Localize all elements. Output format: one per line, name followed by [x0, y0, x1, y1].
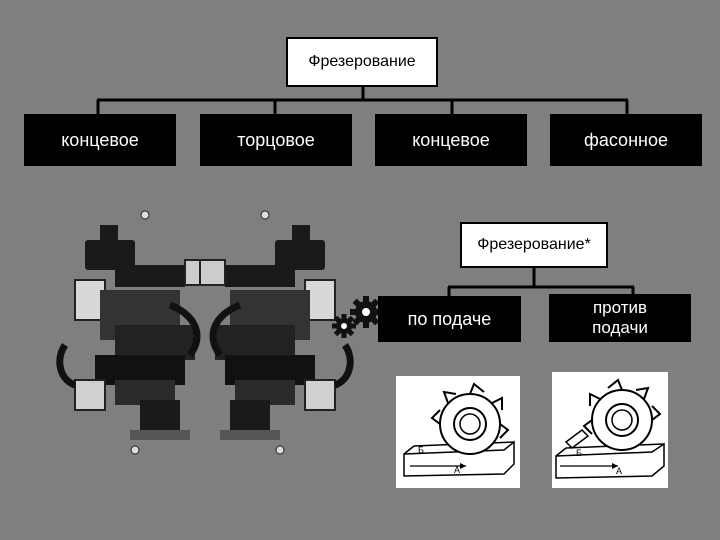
root-box-milling-star: Фрезерование*	[460, 222, 608, 268]
category-conventional-milling: против подачи	[549, 294, 691, 342]
milling-machines-image	[56, 210, 354, 455]
label-b-left: Б	[418, 445, 424, 455]
gears-icon	[332, 296, 382, 338]
label-a-right: A	[616, 466, 622, 476]
category-face-milling: торцовое	[200, 114, 352, 166]
category-label: торцовое	[237, 130, 315, 150]
label-b-right: Б	[576, 448, 582, 458]
category-end-milling-1: концевое	[24, 114, 176, 166]
root-title: Фрезерование	[308, 53, 416, 70]
root-box-milling: Фрезерование	[286, 37, 438, 87]
category-end-milling-2: концевое	[375, 114, 527, 166]
root-title-2: Фрезерование*	[477, 236, 591, 253]
climb-milling-diagram: Б A	[396, 376, 520, 488]
category-label: против подачи	[592, 298, 648, 337]
conventional-milling-diagram: Б A	[552, 372, 668, 488]
category-climb-milling: по подаче	[378, 296, 521, 342]
category-label: по подаче	[407, 309, 492, 329]
category-form-milling: фасонное	[550, 114, 702, 166]
category-label: концевое	[61, 130, 139, 150]
label-a-left: A	[454, 465, 460, 475]
category-label: концевое	[412, 130, 490, 150]
category-label: фасонное	[584, 130, 668, 150]
